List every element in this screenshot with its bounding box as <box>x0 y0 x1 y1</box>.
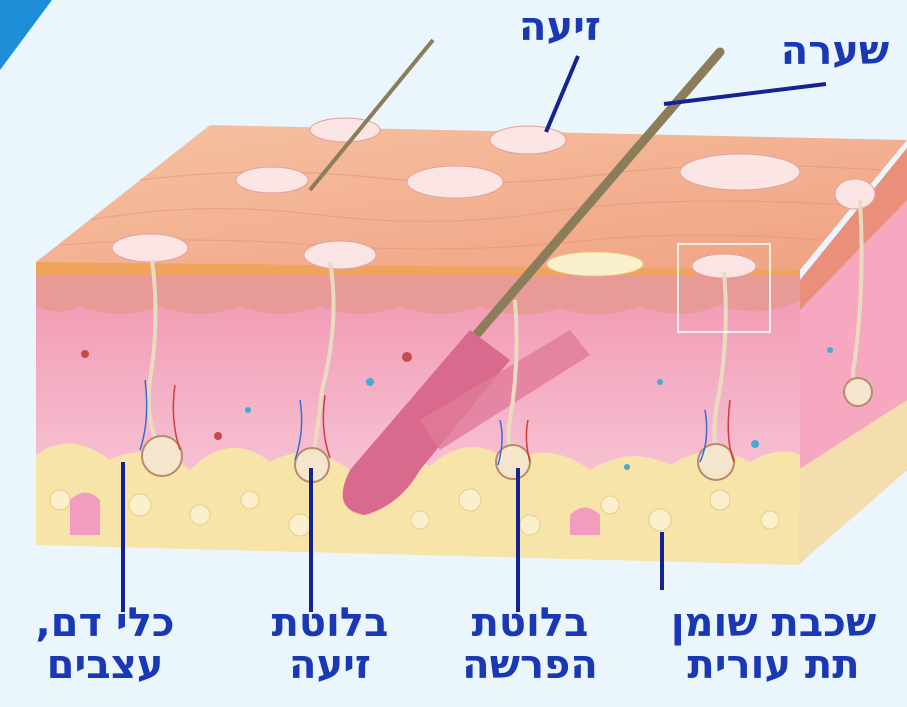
label-sweat: זיעה <box>500 6 620 48</box>
label-blood-vessels-nerves: כלי דם,עצבים <box>0 602 210 686</box>
epidermis-layer <box>36 270 800 315</box>
corner-accent <box>0 0 52 70</box>
label-hair: שערה <box>760 30 907 72</box>
